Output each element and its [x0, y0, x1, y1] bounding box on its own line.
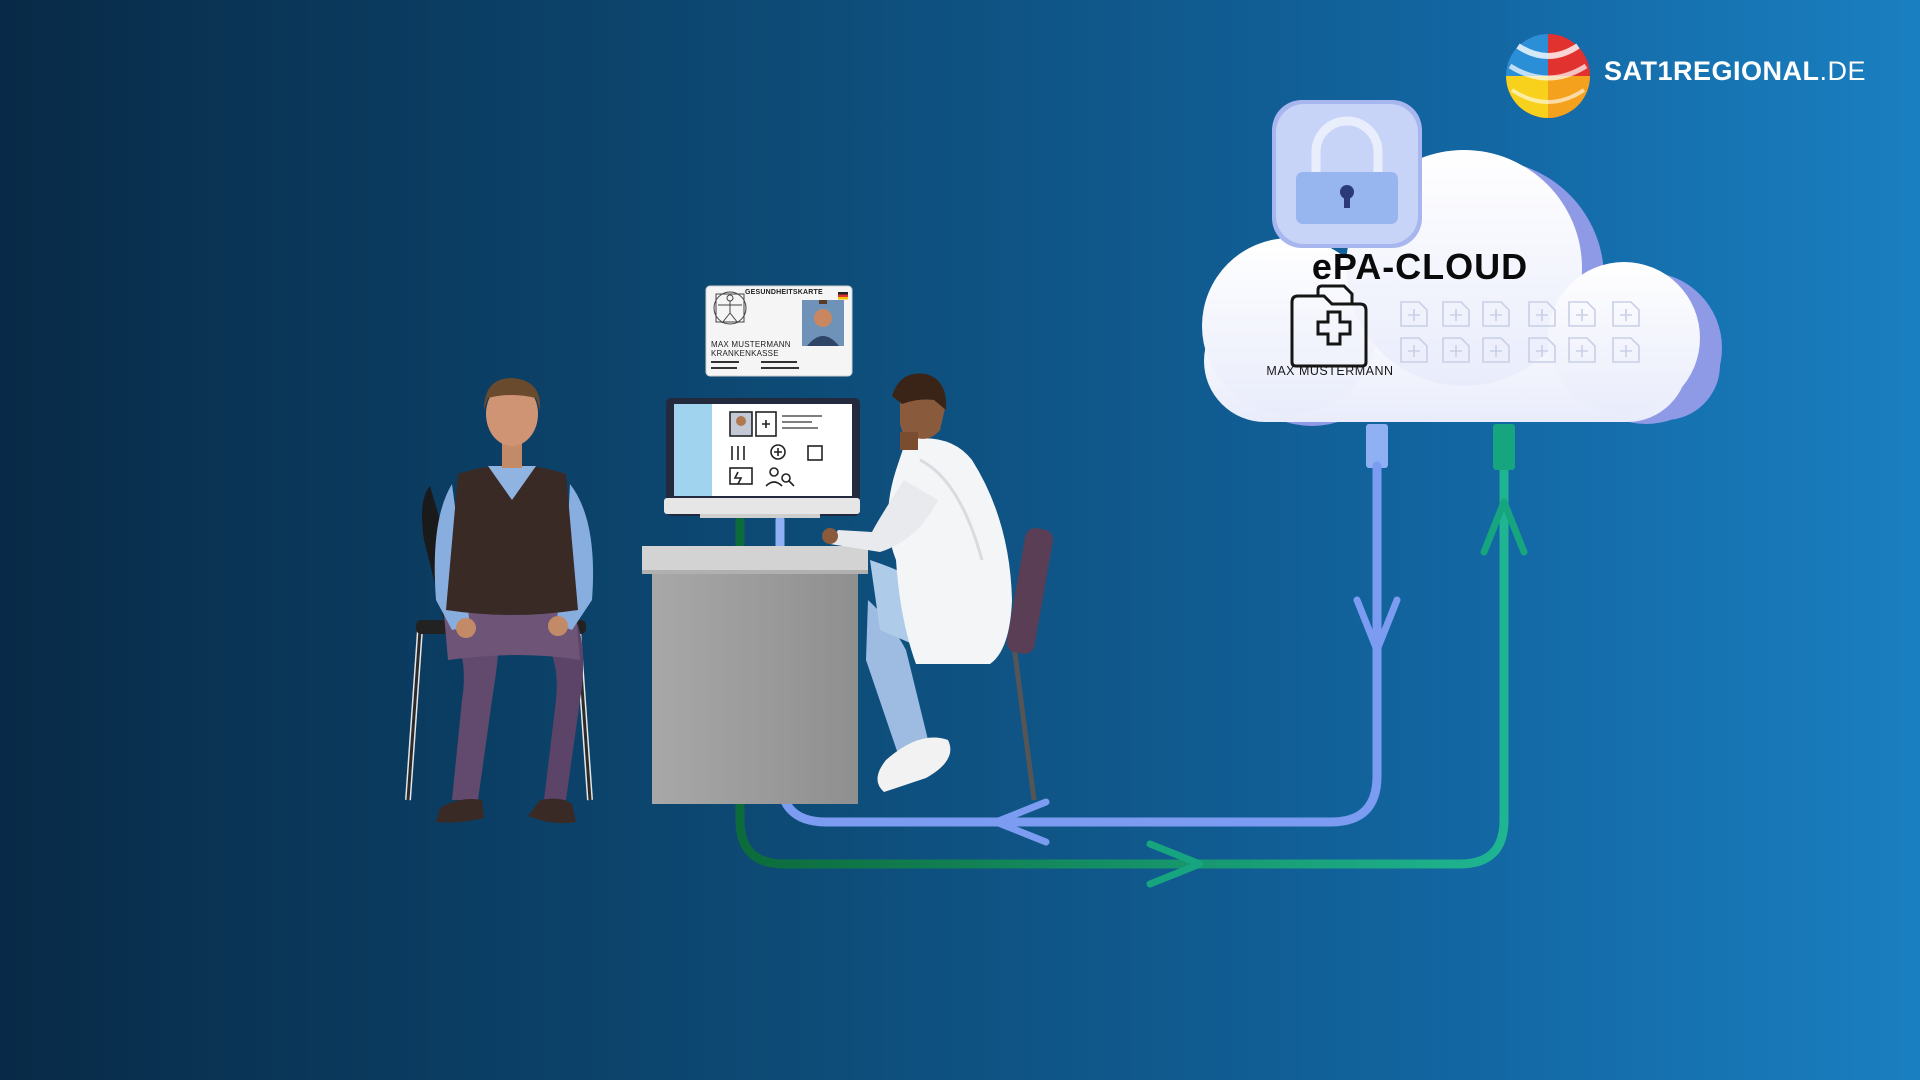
medical-file-icon: [1568, 301, 1596, 327]
brand-name: SAT1REGIONAL: [1604, 56, 1820, 86]
monitor: [664, 398, 860, 518]
brand-tld: .DE: [1819, 56, 1867, 86]
medical-file-icon: [1400, 301, 1428, 327]
medical-file-icon: [1400, 337, 1428, 363]
patient-figure: [434, 378, 594, 824]
medical-file-icon: [1528, 337, 1556, 363]
medical-file-icon: [1442, 301, 1470, 327]
medical-file-icon: [1442, 337, 1470, 363]
cloud-title: ePA-CLOUD: [1311, 246, 1529, 287]
medical-file-icon: [1482, 301, 1510, 327]
brand-wordmark[interactable]: SAT1REGIONAL.DE: [1604, 56, 1866, 87]
health-card-insurer: KRANKENKASSE: [711, 349, 779, 358]
medical-file-icon: [1482, 337, 1510, 363]
medical-folder-icon: [1290, 284, 1368, 368]
placeholder-files: [1400, 301, 1640, 363]
epa-cloud: [1202, 150, 1722, 426]
health-card-title: GESUNDHEITSKARTE: [745, 289, 823, 296]
doctor-figure: [822, 373, 1012, 792]
sat1-logo-ball: [1506, 34, 1590, 118]
medical-file-icon: [1612, 337, 1640, 363]
padlock-icon: [1272, 100, 1422, 248]
cloud-patient-name: MAX MUSTERMANN: [1266, 364, 1394, 378]
health-card: [705, 285, 853, 377]
desk: [642, 546, 868, 804]
medical-file-icon: [1568, 337, 1596, 363]
medical-file-icon: [1528, 301, 1556, 327]
medical-file-icon: [1612, 301, 1640, 327]
health-card-name: MAX MUSTERMANN: [711, 340, 791, 349]
